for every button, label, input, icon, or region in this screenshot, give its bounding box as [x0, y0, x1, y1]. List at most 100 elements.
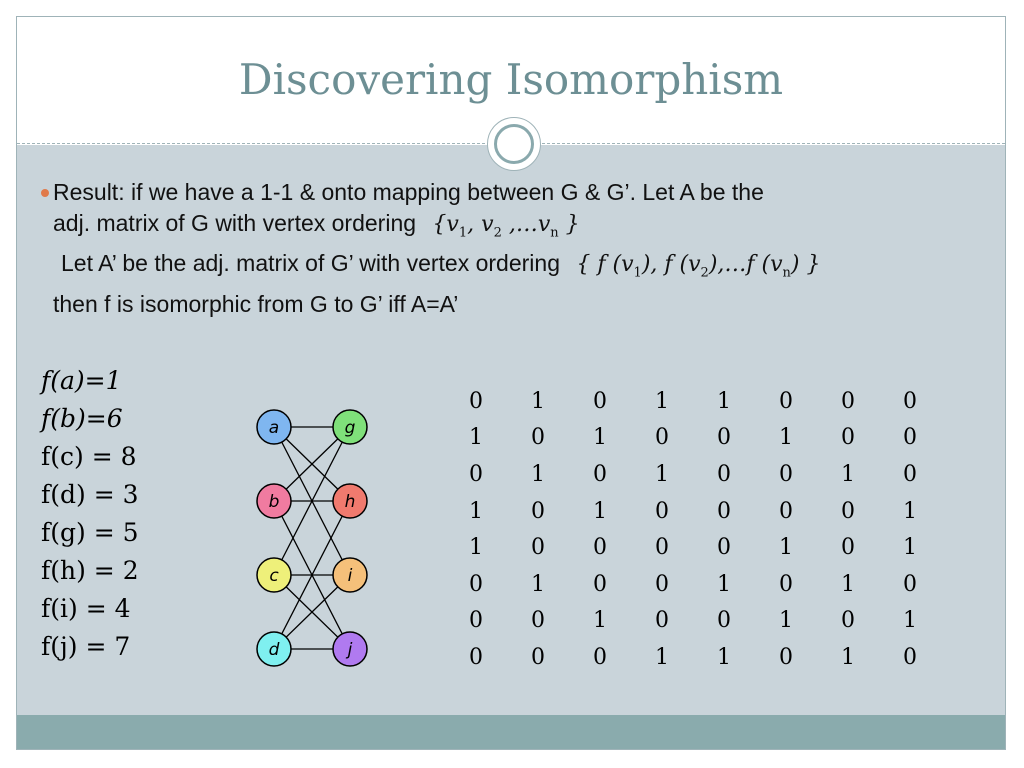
matrix-cell: 1	[531, 461, 545, 487]
graph-node-label: c	[269, 566, 279, 586]
graph-node-circle	[256, 409, 292, 445]
matrix-cell: 0	[779, 571, 793, 597]
matrix-cell: 1	[469, 535, 483, 561]
matrix-cell: 0	[531, 498, 545, 524]
graph-node-circle	[256, 557, 292, 593]
matrix-cell: 0	[841, 608, 855, 634]
matrix-cell: 0	[903, 644, 917, 670]
matrix-cell: 1	[779, 608, 793, 634]
matrix-cell: 0	[655, 608, 669, 634]
graph-node-label: j	[346, 640, 353, 660]
matrix-cell: 0	[531, 608, 545, 634]
graph-edge-c-g	[273, 426, 351, 576]
matrix-cell: 1	[903, 535, 917, 561]
matrix-cell: 1	[841, 644, 855, 670]
divider-circle-ornament	[487, 117, 541, 171]
matrix-cell: 0	[531, 644, 545, 670]
footer-band	[17, 715, 1005, 749]
matrix-cell: 0	[469, 388, 483, 414]
matrix-cell: 0	[779, 388, 793, 414]
matrix-cell: 0	[841, 535, 855, 561]
graph-node-h: h	[332, 483, 368, 519]
matrix-cell: 0	[655, 571, 669, 597]
matrix-cell: 1	[531, 571, 545, 597]
graph-node-label: i	[348, 566, 353, 586]
adjacency-matrix-table: 0 1 0 1 1 0 0 0 1 0 1 0 0 1 0 0 0 1 0 1 0 0 1 0 1 0 1 0 0 0 0 1 1 0 0 0 0 1 0 1…	[445, 383, 941, 676]
graph-node-label: a	[269, 418, 279, 438]
mapping-item: f(b)=6	[41, 404, 123, 433]
matrix-cell: 0	[593, 388, 607, 414]
matrix-cell: 1	[903, 498, 917, 524]
matrix-cell: 0	[841, 388, 855, 414]
graph-node-label: h	[345, 492, 356, 512]
matrix-cell: 0	[593, 571, 607, 597]
matrix-cell: 0	[779, 498, 793, 524]
graph-node-d: d	[256, 631, 292, 667]
matrix-cell: 0	[841, 425, 855, 451]
matrix-cell: 1	[717, 388, 731, 414]
graph-node-circle	[332, 409, 368, 445]
graph-node-b: b	[256, 483, 292, 519]
graph-node-circle	[256, 631, 292, 667]
matrix-cell: 0	[469, 461, 483, 487]
matrix-cell: 0	[593, 644, 607, 670]
matrix-cell: 0	[717, 461, 731, 487]
matrix-cell: 1	[531, 388, 545, 414]
bullet-line-3-text: Let A’ be the adj. matrix of G’ with ver…	[61, 250, 560, 277]
graph-node-label: g	[345, 418, 356, 438]
bullet-line-3: Let A’ be the adj. matrix of G’ with ver…	[53, 248, 983, 288]
matrix-cell: 0	[469, 608, 483, 634]
graph-node-circle	[332, 557, 368, 593]
graph-node-label: b	[269, 492, 280, 512]
matrix-cell: 0	[717, 498, 731, 524]
matrix-cell: 1	[593, 425, 607, 451]
divider-circle-inner	[494, 124, 534, 164]
matrix-cell: 1	[717, 571, 731, 597]
graph-edge-d-h	[273, 500, 351, 650]
vertex-ordering-gprime: { f (v1), f (v2),…f (vn) }	[576, 252, 821, 281]
matrix-cell: 1	[841, 461, 855, 487]
matrix-cell: 1	[469, 498, 483, 524]
matrix-cell: 1	[655, 388, 669, 414]
matrix-cell: 0	[841, 498, 855, 524]
matrix-cell: 1	[655, 461, 669, 487]
graph-node-c: c	[256, 557, 292, 593]
matrix-row: 0 1 0 1 0 0 1 0	[445, 456, 941, 493]
matrix-cell: 0	[903, 461, 917, 487]
mapping-item: f(a)=1	[41, 366, 122, 395]
graph-node-circle	[332, 483, 368, 519]
graph-node-circle	[332, 631, 368, 667]
matrix-cell: 1	[593, 498, 607, 524]
matrix-cell: 1	[469, 425, 483, 451]
slide-frame: Discovering Isomorphism Result: if we ha…	[16, 16, 1006, 750]
bullet-line-2: adj. matrix of G with vertex ordering {v…	[53, 208, 983, 248]
mapping-item: f(d) = 3	[41, 480, 139, 509]
matrix-cell: 0	[655, 498, 669, 524]
bullet-line-4: then f is isomorphic from G to G’ iff A=…	[53, 290, 459, 317]
matrix-cell: 0	[593, 535, 607, 561]
matrix-cell: 0	[779, 644, 793, 670]
matrix-cell: 0	[531, 535, 545, 561]
matrix-cell: 0	[903, 571, 917, 597]
matrix-cell: 0	[469, 644, 483, 670]
matrix-cell: 1	[655, 644, 669, 670]
matrix-cell: 0	[593, 461, 607, 487]
matrix-cell: 0	[903, 425, 917, 451]
mapping-item: f(i) = 4	[41, 594, 131, 623]
vertex-ordering-g: {v1, v2 ,…vn }	[432, 212, 580, 241]
matrix-cell: 0	[717, 535, 731, 561]
graph-node-a: a	[256, 409, 292, 445]
matrix-cell: 0	[717, 608, 731, 634]
bullet-dot-icon	[41, 189, 49, 197]
matrix-cell: 1	[841, 571, 855, 597]
matrix-cell: 0	[779, 461, 793, 487]
matrix-cell: 0	[717, 425, 731, 451]
graph-node-j: j	[332, 631, 368, 667]
mapping-item: f(h) = 2	[41, 556, 139, 585]
graph-node-i: i	[332, 557, 368, 593]
matrix-cell: 0	[655, 425, 669, 451]
